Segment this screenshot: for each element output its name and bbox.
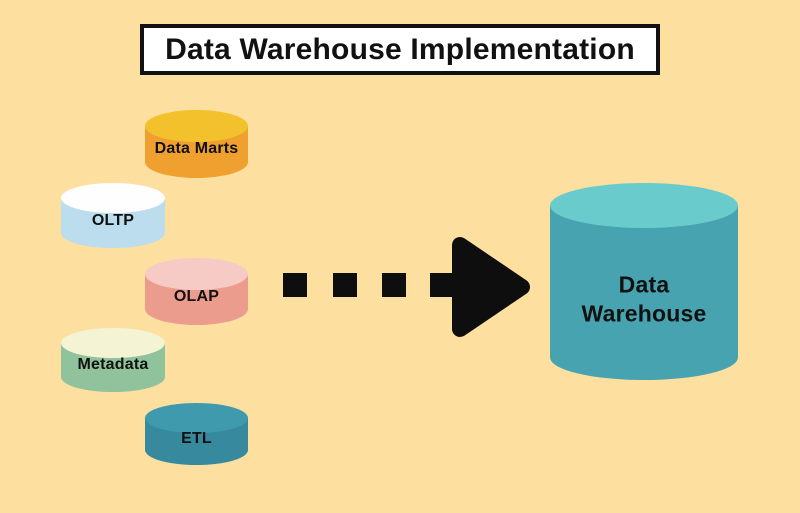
cylinder-label-data-marts: Data Marts xyxy=(154,140,239,158)
cylinder-top xyxy=(145,258,248,290)
cylinder-label-olap: OLAP xyxy=(173,287,220,305)
arrow-dash xyxy=(430,273,454,297)
cylinder-data-warehouse: Data Warehouse xyxy=(550,183,738,380)
cylinder-label-data-warehouse: Data Warehouse xyxy=(550,270,738,328)
warehouse-label-line2: Warehouse xyxy=(581,300,707,327)
cylinder-oltp: OLTP xyxy=(61,183,165,248)
cylinder-top xyxy=(145,110,248,142)
cylinder-top xyxy=(145,403,248,433)
cylinder-body xyxy=(550,205,738,380)
cylinder-top xyxy=(61,328,165,358)
arrow-right-icon xyxy=(445,228,540,346)
cylinder-data-marts: Data Marts xyxy=(145,110,248,178)
arrow-dash xyxy=(283,273,307,297)
diagram-title: Data Warehouse Implementation xyxy=(165,32,635,66)
cylinder-olap: OLAP xyxy=(145,258,248,325)
cylinder-etl: ETL xyxy=(145,403,248,465)
cylinder-label-etl: ETL xyxy=(181,429,212,447)
cylinder-label-metadata: Metadata xyxy=(77,356,149,374)
cylinder-top xyxy=(550,183,738,228)
cylinder-metadata: Metadata xyxy=(61,328,165,392)
cylinder-top xyxy=(61,183,165,213)
arrow-dash xyxy=(382,273,406,297)
warehouse-label-line1: Data xyxy=(618,271,670,298)
cylinder-label-oltp: OLTP xyxy=(91,211,135,229)
arrow-dash xyxy=(333,273,357,297)
title-box: Data Warehouse Implementation xyxy=(140,24,660,75)
